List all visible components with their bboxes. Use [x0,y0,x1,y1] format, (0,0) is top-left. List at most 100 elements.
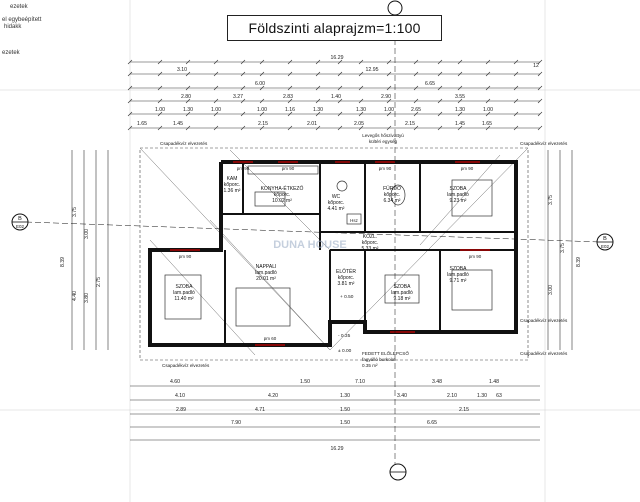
dim-top-r5-8: 1.00 [384,107,394,113]
dimension-tick [537,111,543,117]
dim-bot-r2-6: 1.30 [477,393,487,399]
dimension-tick [240,125,246,131]
dim-top-r6-1: 1.65 [137,121,147,127]
dimension-tick [213,98,219,104]
level-labels: ± 0.00 - 0.35 + 0.50 [338,294,354,354]
svg-text:KAM: KAM [227,176,238,182]
room-szoba-left: SZOBA lam.padló 11.40 m² [173,284,195,302]
section-left-sheet: E02 [16,224,25,229]
dimension-tick [413,71,419,77]
window-tag-4: pm 90 [461,166,474,171]
dimension-tick [127,98,133,104]
room-szoba-center: SZOBA lam.padló 9.18 m² [391,284,413,302]
dimension-tick [413,111,419,117]
stove-tag: Hsz [350,218,358,223]
dimension-tick [457,71,463,77]
dimension-tick [537,125,543,131]
bed-right [451,269,493,311]
dim-bot-r4-2: 1.50 [340,420,350,426]
eaves-label-3: Csapadékvíz elvezetés [162,363,210,368]
svg-text:ELŐTÉR: ELŐTÉR [336,268,356,275]
dimension-tick [413,125,419,131]
section-marker-top [387,0,403,470]
svg-text:4.41 m²: 4.41 m² [328,206,345,212]
dimension-tick [185,98,191,104]
dim-top-r5-1: 1.00 [155,107,165,113]
section-marker-left: B E02 [11,213,601,243]
svg-text:kőporc.: kőporc. [328,200,344,206]
dimension-tick [386,59,392,65]
dimension-tick [358,71,364,77]
dimension-tick [157,71,163,77]
dimension-tick [213,85,219,91]
dim-bot-r1-1: 4.60 [170,379,180,385]
eaves-label-1: Csapadékvíz elvezetés [160,141,208,146]
dim-bot-r2-7: 63 [496,393,502,399]
dimension-tick [240,71,246,77]
bathtub-sink [390,184,406,206]
dimension-tick [315,125,321,131]
dim-right-2: 3.00 [548,285,554,295]
corner-note-1: ezetek [10,4,28,10]
room-konyha: KONYHA-ÉTKEZŐ kőporc. 10.02 m² [261,185,304,204]
roof-hip-lines [139,147,529,356]
bottom-dimension-labels: 4.60 1.50 7.10 3.48 1.48 4.10 4.20 1.30 … [170,379,502,452]
dim-top-r5-5: 1.16 [285,107,295,113]
dimension-tick [287,125,293,131]
dimension-tick [157,98,163,104]
window-tag-6: pm 90 [469,254,482,259]
dimension-tick [259,111,265,117]
dim-bot-total: 16.29 [331,446,344,452]
svg-text:20.01 m²: 20.01 m² [256,276,276,282]
room-wc: WC kőporc. 4.41 m² [328,194,345,212]
svg-text:3.81 m²: 3.81 m² [338,281,355,287]
dimension-tick [337,111,343,117]
dimension-tick [358,111,364,117]
svg-text:5.33 m²: 5.33 m² [362,246,379,252]
dimension-tick [413,85,419,91]
dimension-tick [358,59,364,65]
eaves-label-4: Csapadékvíz elvezetés [520,351,568,356]
section-right-letter: B [603,236,607,242]
dim-bot-r2-5: 2.10 [447,393,457,399]
dim-bot-r4-3: 6.65 [427,420,437,426]
bottom-dimension-lines [130,385,540,441]
dim-top-r5-7: 1.30 [356,107,366,113]
dimension-tick [315,85,321,91]
svg-text:1.36 m²: 1.36 m² [224,188,241,194]
dimension-tick [185,125,191,131]
dimension-tick [185,71,191,77]
top-dimension-labels: 16.29 3.10 12.95 12 6.00 6.65 2.80 3.27 … [137,55,539,127]
dimension-tick [437,98,443,104]
window-tag-7: pm 60 [264,336,277,341]
svg-text:FÜRDŐ: FÜRDŐ [383,185,401,192]
dimension-tick [127,125,133,131]
dim-top-r2-2: 12.95 [366,67,379,73]
eaves-label-2: Csapadékvíz elvezetés [520,141,568,146]
dimension-tick [457,98,463,104]
dimension-tick [213,111,219,117]
dimension-tick [386,125,392,131]
drawing-title: Földszinti alaprajzm=1:100 [227,15,442,41]
dimension-tick [485,125,491,131]
dimension-tick [240,111,246,117]
dimension-tick [287,85,293,91]
window-tag-5: pm 90 [179,254,192,259]
dim-bot-r3-2: 4.71 [255,407,265,413]
dimension-tick [413,98,419,104]
dimension-tick [337,98,343,104]
dimension-tick [513,71,519,77]
dim-left-total: 8.39 [60,257,66,267]
dimension-tick [437,125,443,131]
dimension-tick [315,71,321,77]
dimension-tick [457,85,463,91]
svg-text:9.71 m²: 9.71 m² [450,278,467,284]
dim-top-r5-4: 1.00 [257,107,267,113]
dim-bot-r4-1: 7.90 [231,420,241,426]
dimension-tick [457,111,463,117]
dim-top-r6-2: 1.45 [173,121,183,127]
bed-left [164,274,202,320]
entry-label-2: fagyálló burkolat [362,357,396,362]
svg-text:kőporc.: kőporc. [274,192,290,198]
dim-top-r5-3: 1.00 [211,107,221,113]
